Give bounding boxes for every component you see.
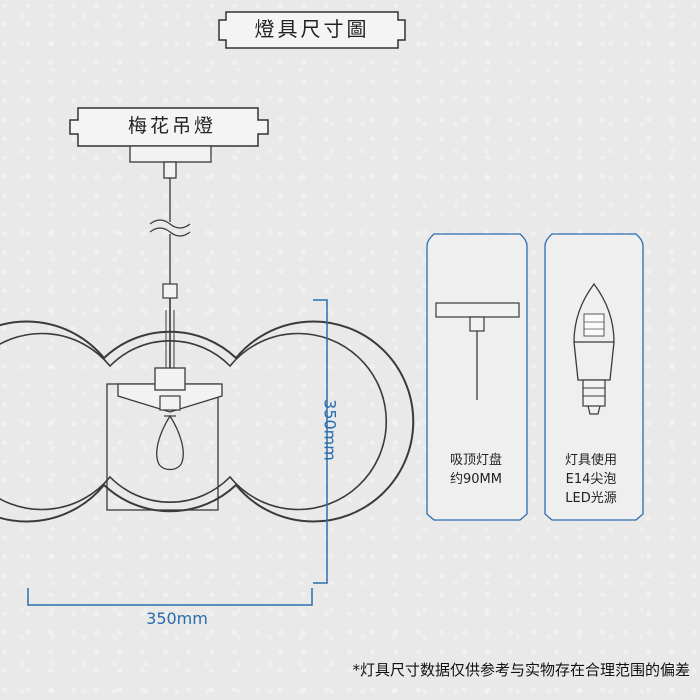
quatrefoil-inner xyxy=(0,332,388,511)
width-dimension-line xyxy=(27,588,313,606)
card-bulb-base xyxy=(582,379,606,407)
height-dimension-label: 350mm xyxy=(320,399,340,461)
cord-connector xyxy=(162,283,178,299)
card-canopy-line-1: 吸顶灯盘 xyxy=(449,453,502,468)
card-canopy-line-2: 约90MM xyxy=(450,472,502,487)
card-bulb-line-3: LED光源 xyxy=(565,491,617,506)
card-bulb-icon xyxy=(573,282,615,343)
product-label-frame xyxy=(69,107,269,147)
footer-disclaimer: *灯具尺寸数据仅供参考与实物存在合理范围的偏差 xyxy=(352,661,690,679)
page-title: 燈具尺寸圖 xyxy=(254,17,370,41)
socket xyxy=(154,367,186,391)
product-name: 梅花吊燈 xyxy=(127,115,216,137)
canopy-connector xyxy=(163,161,177,179)
title-frame xyxy=(218,11,406,49)
card-canopy-plate xyxy=(435,302,520,318)
quatrefoil-outer xyxy=(0,320,415,523)
cord-break-mark xyxy=(149,219,191,237)
ceiling-canopy xyxy=(129,145,212,163)
height-dimension-line xyxy=(313,299,328,584)
candle-bulb xyxy=(156,414,184,471)
width-dimension-label: 350mm xyxy=(146,609,208,628)
card-bulb-line-2: E14尖泡 xyxy=(565,472,617,487)
card-bulb-line-1: 灯具使用 xyxy=(564,453,617,468)
card-bulb-frame xyxy=(544,233,644,521)
